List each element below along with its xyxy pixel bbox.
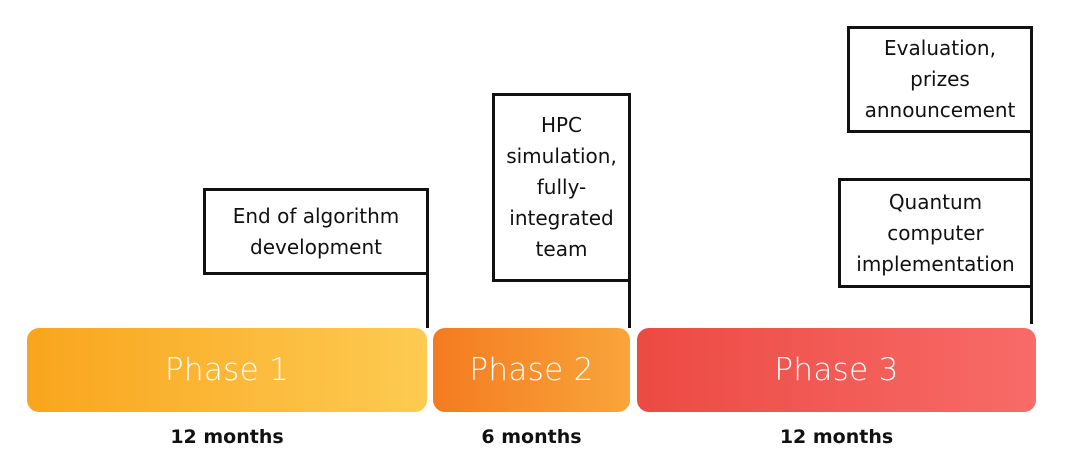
phase-3-duration: 12 months	[779, 426, 894, 448]
phase-3-label: Phase 3	[774, 352, 899, 388]
phase-1-bar: Phase 1	[27, 328, 427, 412]
phase-3-bar: Phase 3	[637, 328, 1036, 412]
milestone-3-4-pole	[1030, 26, 1033, 324]
phase-2-bar: Phase 2	[433, 328, 630, 412]
milestone-3-text: Evaluation, prizes announcement	[864, 36, 1016, 122]
phase-1-label: Phase 1	[164, 352, 290, 388]
milestone-flag-hpc-simulation: HPC simulation, fully- integrated team	[492, 93, 631, 282]
phase-2-duration: 6 months	[481, 426, 582, 448]
phase-1-duration: 12 months	[170, 426, 284, 448]
milestone-flag-algorithm-development: End of algorithm development	[203, 188, 429, 275]
milestone-4-text: Quantum computer implementation	[856, 189, 1015, 276]
phase-2-label: Phase 2	[469, 352, 594, 388]
milestone-1-text: End of algorithm development	[232, 203, 400, 259]
milestone-flag-quantum-implementation: Quantum computer implementation	[838, 178, 1033, 288]
milestone-2-text: HPC simulation, fully- integrated team	[506, 113, 617, 261]
milestone-flag-evaluation: Evaluation, prizes announcement	[847, 26, 1033, 133]
